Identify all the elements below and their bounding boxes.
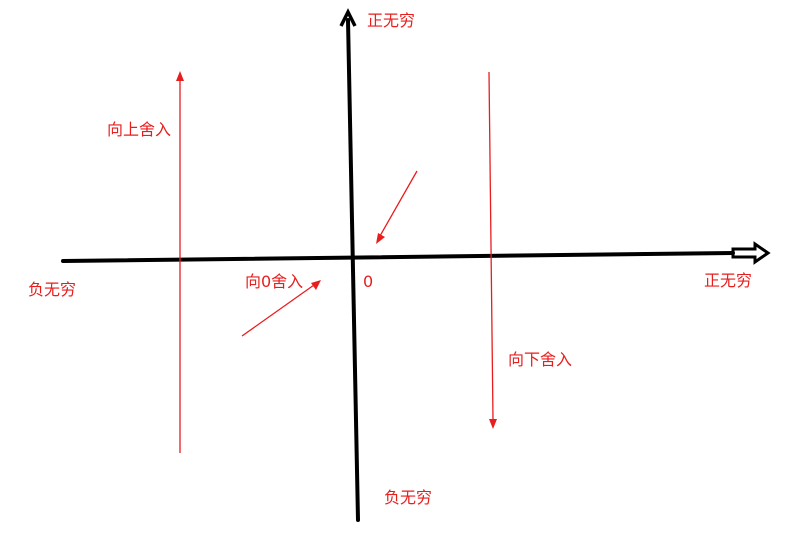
round-down-arrow xyxy=(488,71,494,421)
round-down-label: 向下舍入 xyxy=(508,350,573,369)
x-axis-line xyxy=(61,251,735,263)
round-up-label: 向上舍入 xyxy=(107,120,172,139)
x-axis-arrowhead xyxy=(731,241,771,265)
origin-label: 0 xyxy=(363,272,374,291)
toward-zero-arrow-lower xyxy=(241,284,315,337)
toward-zero-arrowhead-lower xyxy=(311,280,321,290)
y-axis-line xyxy=(346,18,360,522)
x-axis-left-label: 负无穷 xyxy=(28,280,77,299)
round-up-arrowhead xyxy=(176,71,184,81)
x-axis-right-label: 正无穷 xyxy=(704,271,753,290)
round-toward-zero-label: 向0舍入 xyxy=(245,272,304,291)
toward-zero-arrow-upper xyxy=(379,170,418,237)
round-down-arrowhead xyxy=(489,419,497,429)
y-axis-arrowhead xyxy=(339,8,357,27)
y-axis-top-label: 正无穷 xyxy=(367,11,416,30)
toward-zero-arrowhead-upper xyxy=(376,233,385,244)
y-axis-bottom-label: 负无穷 xyxy=(384,488,433,507)
